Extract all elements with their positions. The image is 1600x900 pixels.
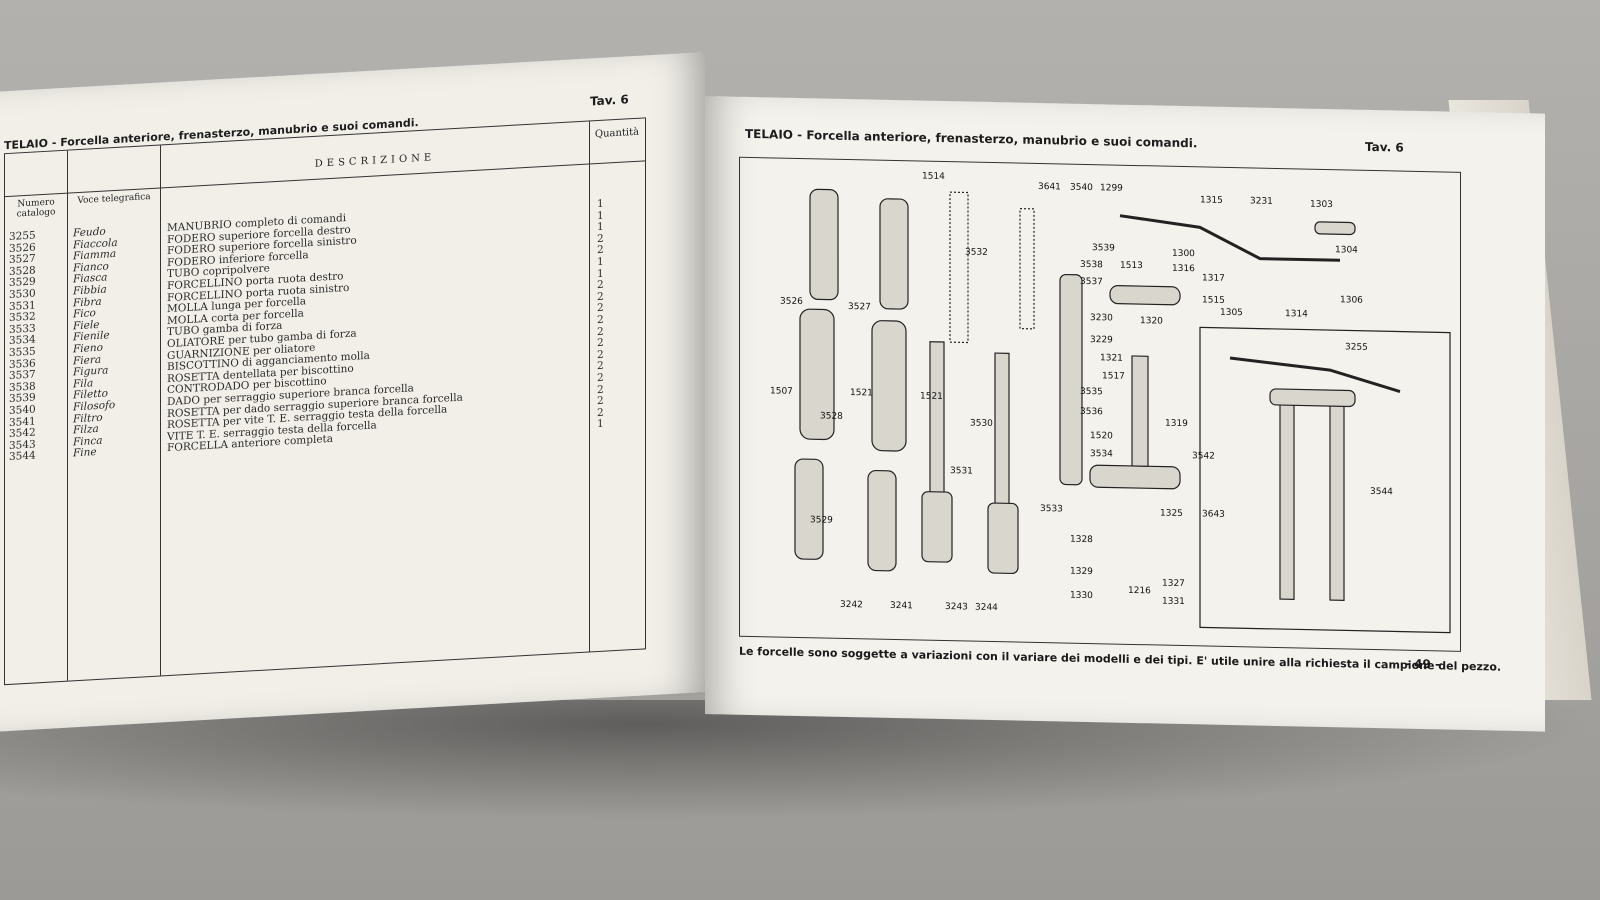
callout-3643: 3643 [1202,509,1225,520]
callout-1507: 1507 [770,386,793,397]
callout-3230: 3230 [1090,313,1113,324]
callout-1520: 1520 [1090,431,1113,442]
header-quantita: Quantità [594,126,640,141]
callout-3242: 3242 [840,599,863,611]
callout-1513: 1513 [1120,260,1143,272]
table-cell-num: 3544 [9,449,36,464]
right-page: TELAIO - Forcella anteriore, frenasterzo… [705,96,1545,732]
header-voce: Voce telegrafica [77,192,151,207]
part-3531-foot [987,502,1019,575]
callout-3534: 3534 [1090,449,1113,460]
callout-1305: 1305 [1220,307,1243,319]
right-page-title: TELAIO - Forcella anteriore, frenasterzo… [745,126,1198,151]
part-3255 [1229,356,1401,393]
callout-1320: 1320 [1140,316,1163,327]
callout-3530: 3530 [970,418,993,430]
part-3529b [867,469,897,572]
callout-1331: 1331 [1162,596,1185,608]
part-3544-crown [1269,388,1356,408]
callout-1316: 1316 [1172,263,1195,275]
exploded-fork-diagram: 1514 3641 3540 1299 1315 3231 1303 3532 3539 1300… [739,156,1461,652]
callout-3255: 3255 [1345,342,1368,353]
callout-3536: 3536 [1080,406,1103,418]
left-page: Tav. 6 TELAIO - Forcella anteriore, fren… [0,52,705,733]
right-tav-label: Tav. 6 [1365,139,1404,155]
callout-1216: 1216 [1128,585,1151,597]
callout-3243: 3243 [945,602,968,613]
callout-1517: 1517 [1102,371,1125,382]
callout-1314: 1314 [1285,309,1308,320]
callout-1330: 1330 [1070,590,1093,602]
spring-3532b [1019,207,1035,330]
callout-3641: 3641 [1038,181,1061,193]
callout-1319: 1319 [1165,418,1188,430]
callout-1514: 1514 [922,171,945,183]
callout-1303: 1303 [1310,199,1333,211]
callout-3540: 3540 [1070,182,1093,194]
part-3544-right [1329,399,1345,601]
callout-3229: 3229 [1090,335,1113,346]
callout-3526: 3526 [780,296,803,308]
callout-1300: 1300 [1172,248,1195,260]
inset-box [1199,326,1451,634]
callout-3529: 3529 [810,515,833,526]
part-1520 [1131,355,1149,467]
callout-3231: 3231 [1250,196,1273,207]
callout-3527: 3527 [848,301,871,313]
part-3531 [994,352,1010,514]
part-1515 [1109,285,1181,306]
part-3527 [879,198,909,310]
part-1507 [799,308,835,441]
callout-3241: 3241 [890,600,913,612]
part-3526 [809,188,839,301]
diagram-drawing [794,188,1451,634]
callout-1327: 1327 [1162,578,1185,590]
callout-1321: 1321 [1100,353,1123,364]
part-1303 [1314,221,1356,236]
callout-3542: 3542 [1192,451,1215,462]
part-3529 [794,458,824,560]
callout-1315: 1315 [1200,195,1223,206]
part-3528 [871,320,907,452]
part-3534 [1059,273,1083,486]
callout-3544: 3544 [1370,486,1393,498]
table-cell-voce: Fine [73,446,97,460]
callout-1521: 1521 [920,391,943,402]
part-3231 [1119,214,1340,262]
spring-3532 [949,191,969,344]
callout-1325: 1325 [1160,508,1183,520]
callout-3528: 3528 [820,411,843,422]
table-cell-qty: 1 [597,417,604,431]
part-1325 [1089,464,1181,490]
part-3530 [929,341,945,503]
callout-3537: 3537 [1080,276,1103,288]
callout-1306: 1306 [1340,295,1363,306]
callout-1304: 1304 [1335,245,1358,256]
callout-1521: 1521 [850,388,873,399]
callout-3244: 3244 [975,602,998,614]
part-3530-foot [921,491,953,563]
callout-1299: 1299 [1100,183,1123,194]
callout-3535: 3535 [1080,386,1103,398]
header-numero: Numero catalogo [16,197,56,220]
callout-3539: 3539 [1092,243,1115,254]
callout-3531: 3531 [950,466,973,477]
callout-1328: 1328 [1070,534,1093,546]
page-number: - 49 - [1405,656,1441,672]
parts-table: Numero catalogo Voce telegrafica DESCRIZ… [4,117,646,686]
callout-1515: 1515 [1202,295,1225,306]
callout-1317: 1317 [1202,273,1225,284]
part-3544-left [1279,398,1295,600]
header-descrizione: DESCRIZIONE [314,152,436,170]
callout-1329: 1329 [1070,566,1093,578]
callout-3532: 3532 [965,247,988,258]
callout-3533: 3533 [1040,504,1063,515]
left-tav-label: Tav. 6 [590,92,629,109]
callout-3538: 3538 [1080,259,1103,271]
